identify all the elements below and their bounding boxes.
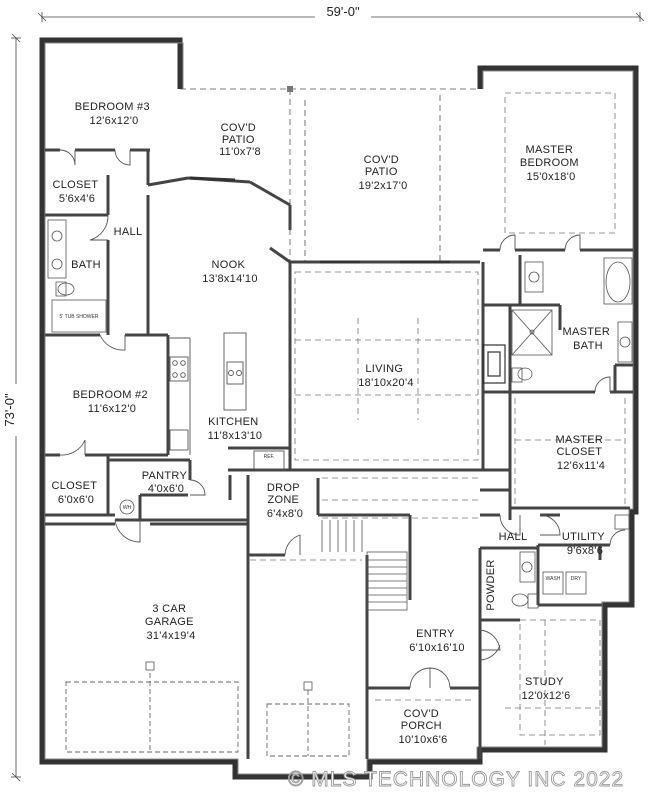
water-heater-label: WH — [123, 505, 132, 511]
room-label-drop-zone: DROP ZONE 6'4x8'0 — [267, 482, 303, 520]
garage-doors — [65, 665, 350, 757]
windows — [40, 100, 638, 752]
staircase — [321, 520, 408, 611]
room-label-hall-2: HALL — [499, 531, 528, 543]
room-label-garage: 3 CAR GARAGE 31'4x19'4 — [145, 603, 197, 642]
room-label-entry: ENTRY 6'10x16'10 — [409, 628, 465, 654]
interior-walls — [45, 148, 633, 759]
room-label-bedroom-2: BEDROOM #2 11'6x12'0 — [73, 389, 152, 415]
washer-label: WASH — [546, 576, 561, 582]
room-label-master-bedroom: MASTER BEDROOM 15'0x18'0 — [520, 144, 582, 183]
room-label-covered-patio-small: COV'D PATIO 11'0x7'8 — [219, 122, 261, 158]
depth-dimension: 73'-0" — [2, 393, 17, 427]
width-dimension: 59'-0" — [326, 4, 360, 19]
fridge-label: REF. — [264, 454, 275, 460]
room-label-covered-patio-large: COV'D PATIO 19'2x17'0 — [358, 154, 407, 192]
fireplace — [482, 344, 506, 384]
bath-fixtures — [47, 219, 633, 609]
room-label-living: LIVING 18'10x20'4 — [358, 363, 414, 389]
room-label-powder: POWDER — [485, 559, 497, 610]
room-label-pantry: PANTRY 4'0x6'0 — [142, 470, 191, 495]
tub-label: 5' TUB SHOWER — [60, 314, 99, 320]
room-label-nook: NOOK 13'8x14'10 — [202, 259, 258, 285]
door-swings — [59, 149, 626, 689]
room-label-closet-1: CLOSET 5'6x4'6 — [53, 179, 102, 205]
ceiling-lines — [250, 92, 626, 745]
room-label-utility: UTILITY 9'6x8'6 — [562, 531, 608, 557]
room-label-bedroom-3: BEDROOM #3 12'6x12'0 — [75, 101, 154, 127]
room-label-closet-2: CLOSET 6'0x6'0 — [52, 480, 101, 506]
room-label-hall-1: HALL — [114, 226, 143, 238]
room-label-study: STUDY 12'0x12'6 — [521, 676, 570, 702]
room-label-master-closet: MASTER CLOSET 12'6x11'4 — [556, 434, 607, 472]
room-label-master-bath: MASTER BATH — [563, 326, 614, 352]
kitchen-cabinets — [169, 332, 285, 470]
room-label-bath: BATH — [71, 259, 101, 271]
dryer-label: DRY — [571, 576, 582, 582]
patio-outline — [180, 88, 480, 262]
room-label-kitchen: KITCHEN 11'8x13'10 — [208, 416, 263, 442]
copyright-watermark: © MLS TECHNOLOGY INC 2022 — [288, 768, 624, 791]
room-label-covered-porch: COV'D PORCH 10'10x6'6 — [398, 708, 447, 746]
